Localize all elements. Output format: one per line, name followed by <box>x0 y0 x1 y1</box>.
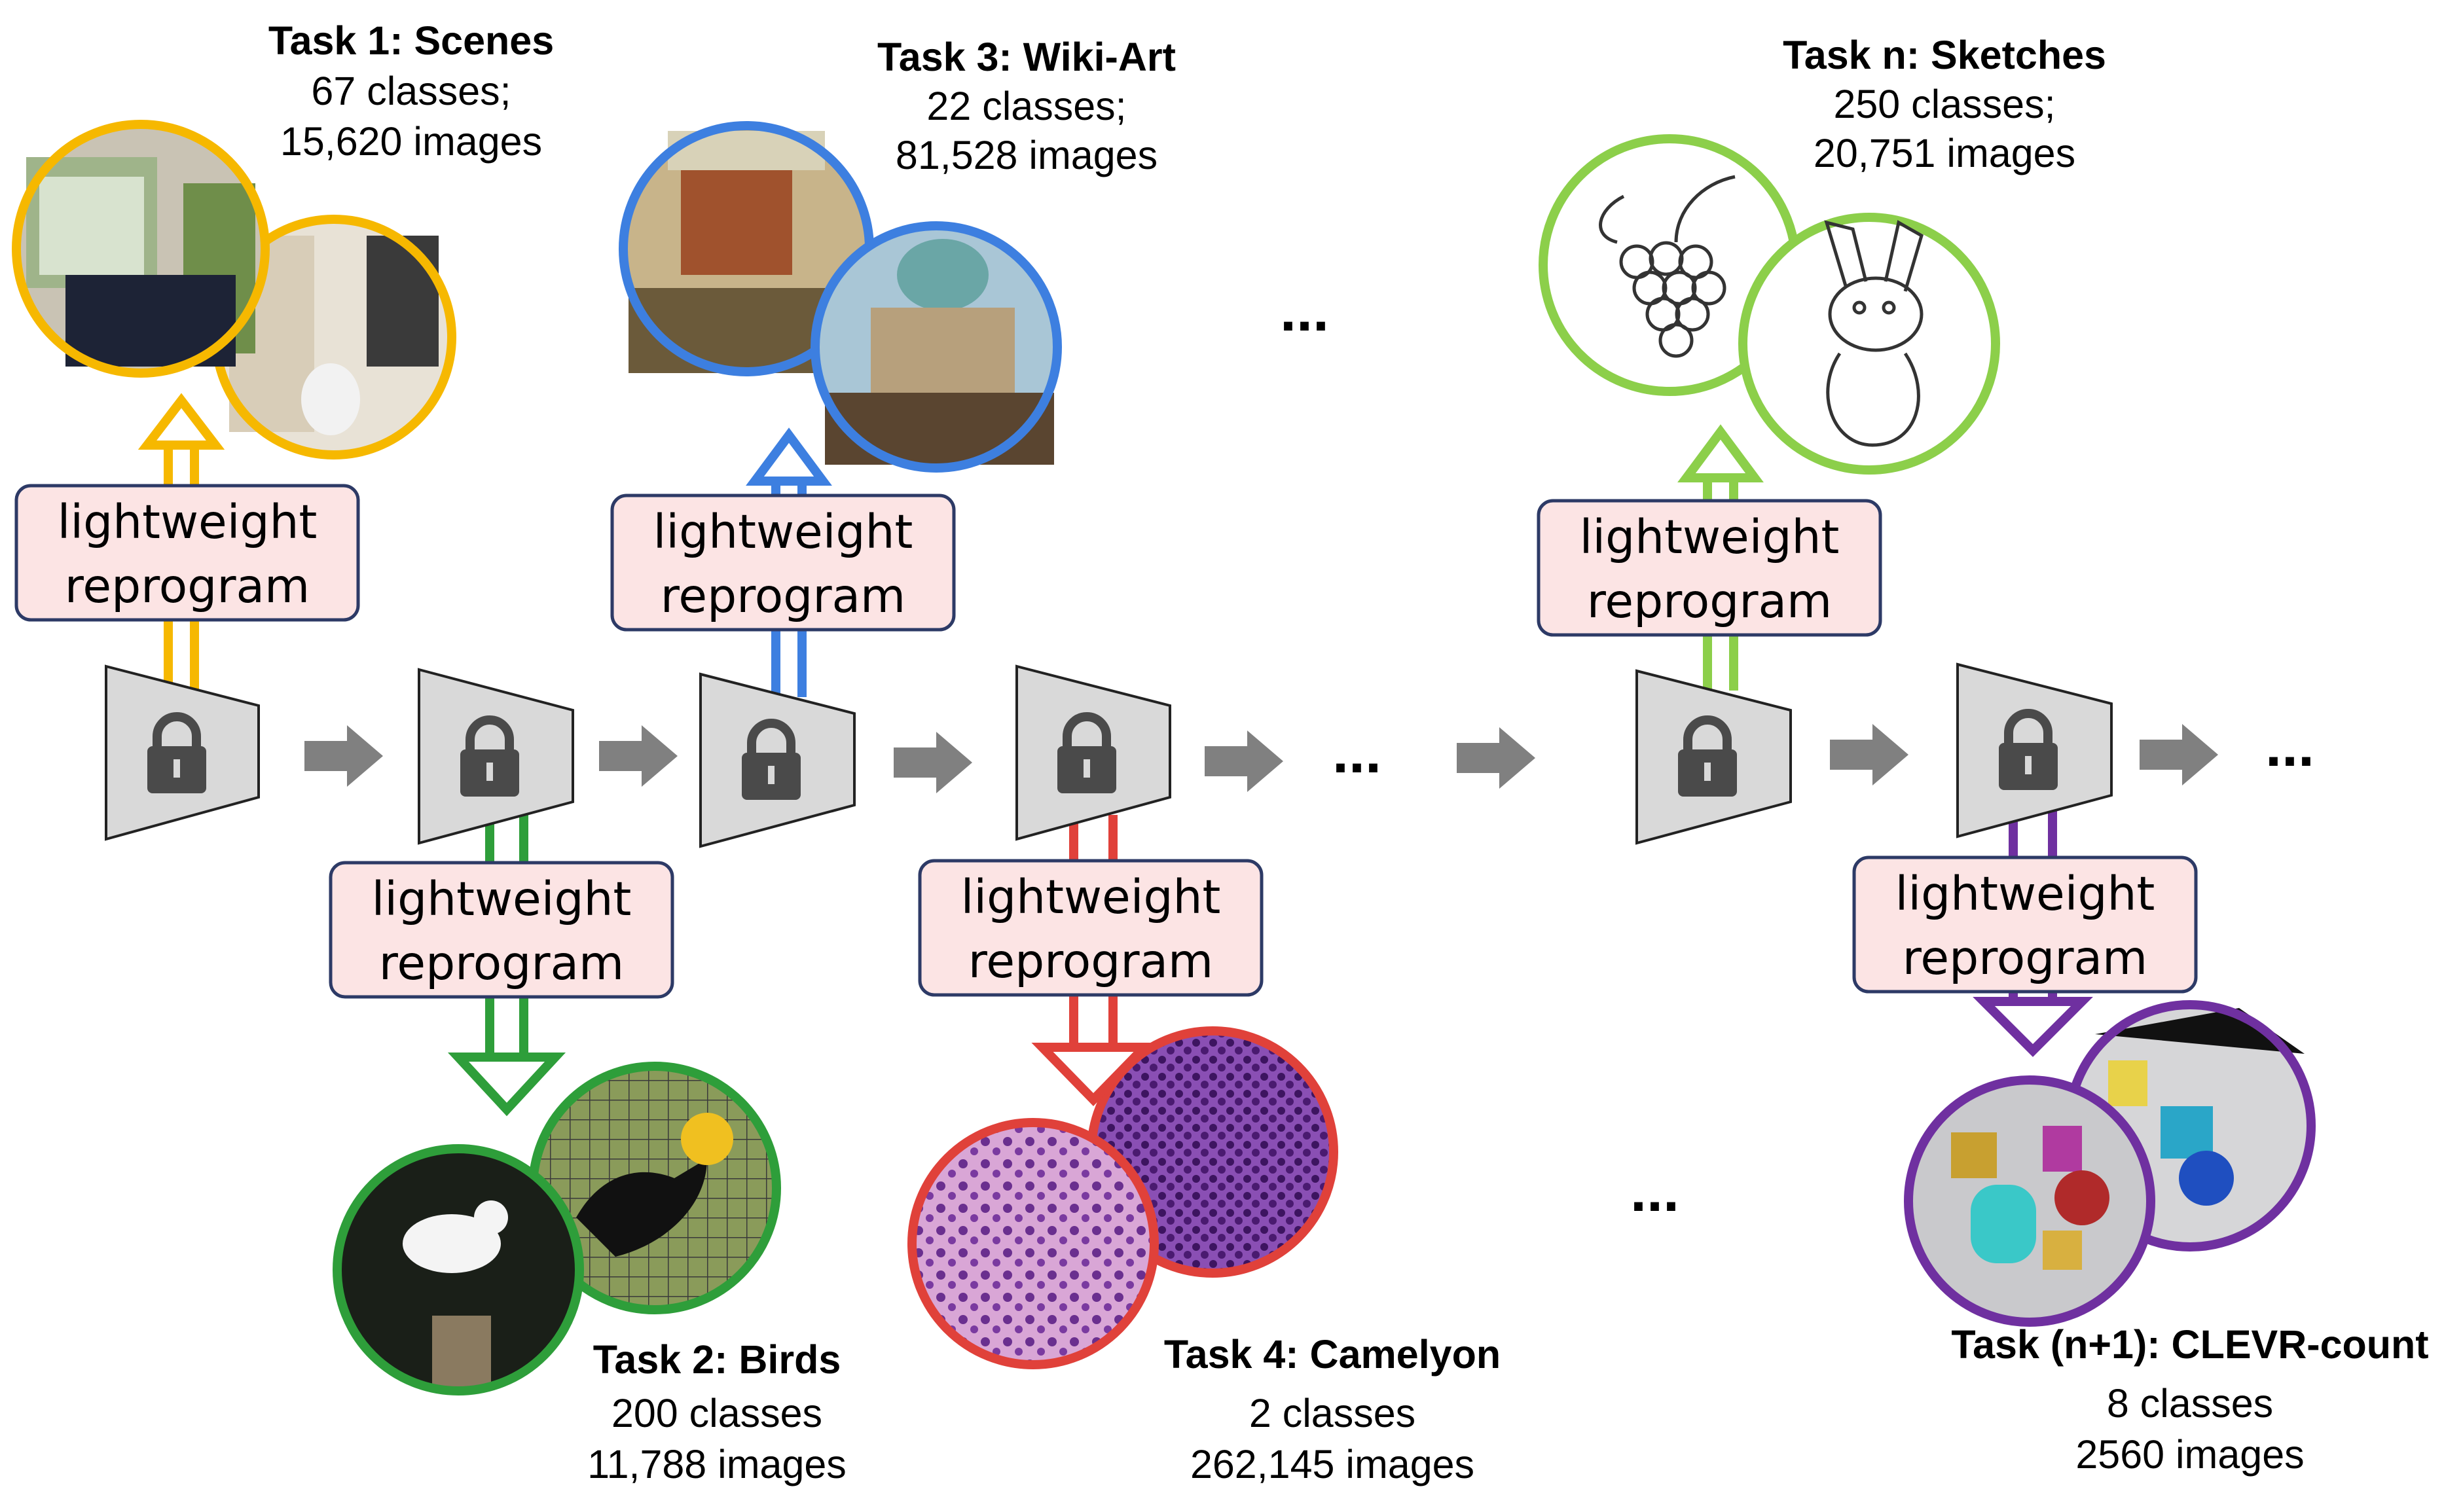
task-classes: 8 classes <box>2107 1381 2273 1426</box>
reprogram-box-3: lightweight reprogram <box>610 494 956 632</box>
flow-arrow-2 <box>599 725 678 787</box>
lock-icon <box>147 712 206 793</box>
reprogram-label-line2: reprogram <box>661 569 905 623</box>
frozen-model-1 <box>105 664 260 841</box>
reprogram-box-n: lightweight reprogram <box>1537 499 1882 637</box>
wikiart-image-church <box>811 221 1062 473</box>
ellipsis-right: ... <box>2265 713 2314 779</box>
task-label-wikiart: Task 3: Wiki-Art 22 classes; 81,528 imag… <box>877 35 1176 177</box>
scenes-image-room <box>12 120 270 378</box>
task-title: Task 3: Wiki-Art <box>877 35 1176 79</box>
wikiart-images <box>619 121 1062 473</box>
reprogram-label-line2: reprogram <box>65 559 310 613</box>
frozen-model-n-plus-1 <box>1956 662 2113 838</box>
reprogram-label-line2: reprogram <box>1587 574 1832 628</box>
task-classes: 250 classes; <box>1833 82 2055 126</box>
flow-arrow-5 <box>1457 727 1535 789</box>
bird-image-white-bird <box>333 1144 584 1395</box>
reprogram-box-2: lightweight reprogram <box>329 861 674 999</box>
task-images: 2560 images <box>2075 1432 2304 1477</box>
clevr-image-front <box>1904 1075 2155 1327</box>
task-images: 262,145 images <box>1190 1442 1474 1486</box>
frozen-model-3 <box>699 672 856 848</box>
task-title: Task n: Sketches <box>1783 33 2106 77</box>
ellipsis-top: ... <box>1280 278 1329 344</box>
task-images: 11,788 images <box>587 1442 847 1486</box>
task-images: 20,751 images <box>1814 131 2075 175</box>
reprogram-label-line1: lightweight <box>961 870 1221 924</box>
flow-arrow-6 <box>1830 724 1908 785</box>
task-label-birds: Task 2: Birds 200 classes 11,788 images <box>587 1337 847 1486</box>
lock-icon <box>460 715 519 797</box>
reprogram-label-line1: lightweight <box>1580 510 1840 564</box>
reprogram-label-line1: lightweight <box>58 495 318 549</box>
task-images: 81,528 images <box>896 133 1158 177</box>
clevr-images <box>1904 1000 2316 1327</box>
lock-icon <box>1057 712 1116 793</box>
reprogram-label-line1: lightweight <box>1895 867 2155 921</box>
task-title: Task 2: Birds <box>593 1337 841 1382</box>
task-images: 15,620 images <box>280 119 542 164</box>
reprogram-label-line1: lightweight <box>372 872 632 926</box>
camelyon-image-sparse <box>907 1118 1159 1369</box>
reprogram-box-1: lightweight reprogram <box>14 484 360 622</box>
frozen-model-4 <box>1015 664 1171 841</box>
reprogram-label-line2: reprogram <box>1903 931 2147 985</box>
task-classes: 22 classes; <box>926 84 1126 128</box>
task-title: Task 4: Camelyon <box>1164 1332 1501 1377</box>
scenes-images <box>12 120 456 459</box>
task-title: Task (n+1): CLEVR-count <box>1951 1322 2428 1367</box>
frozen-model-2 <box>418 668 574 845</box>
flow-arrow-7 <box>2140 724 2218 785</box>
task-label-clevr: Task (n+1): CLEVR-count 8 classes 2560 i… <box>1951 1322 2428 1477</box>
task-classes: 2 classes <box>1249 1391 1415 1435</box>
task-label-sketches: Task n: Sketches 250 classes; 20,751 ima… <box>1783 33 2106 175</box>
ellipsis-bottom: ... <box>1630 1159 1679 1224</box>
ellipsis-middle: ... <box>1332 720 1381 785</box>
sketches-images <box>1539 134 2000 475</box>
flow-arrow-4 <box>1205 730 1283 792</box>
reprogram-box-4: lightweight reprogram <box>918 859 1264 997</box>
sketch-image-rabbit <box>1738 213 2000 475</box>
reprogram-label-line1: lightweight <box>653 505 913 559</box>
flow-arrow-3 <box>894 732 972 793</box>
reprogram-label-line2: reprogram <box>968 934 1213 988</box>
task-label-scenes: Task 1: Scenes 67 classes; 15,620 images <box>268 18 554 164</box>
frozen-model-n <box>1635 669 1792 845</box>
lock-icon <box>742 719 801 800</box>
task-classes: 67 classes; <box>311 69 511 113</box>
flow-arrow-1 <box>304 725 383 787</box>
reprogram-box-n-plus-1: lightweight reprogram <box>1852 855 2198 994</box>
task-label-camelyon: Task 4: Camelyon 2 classes 262,145 image… <box>1164 1332 1501 1486</box>
reprogram-label-line2: reprogram <box>379 936 624 990</box>
lock-icon <box>1999 709 2058 790</box>
flow-arrows <box>304 724 2218 793</box>
birds-images <box>333 1062 781 1395</box>
task-classes: 200 classes <box>611 1391 822 1435</box>
task-title: Task 1: Scenes <box>268 18 554 63</box>
camelyon-images <box>907 1026 1338 1369</box>
lock-icon <box>1678 715 1737 797</box>
